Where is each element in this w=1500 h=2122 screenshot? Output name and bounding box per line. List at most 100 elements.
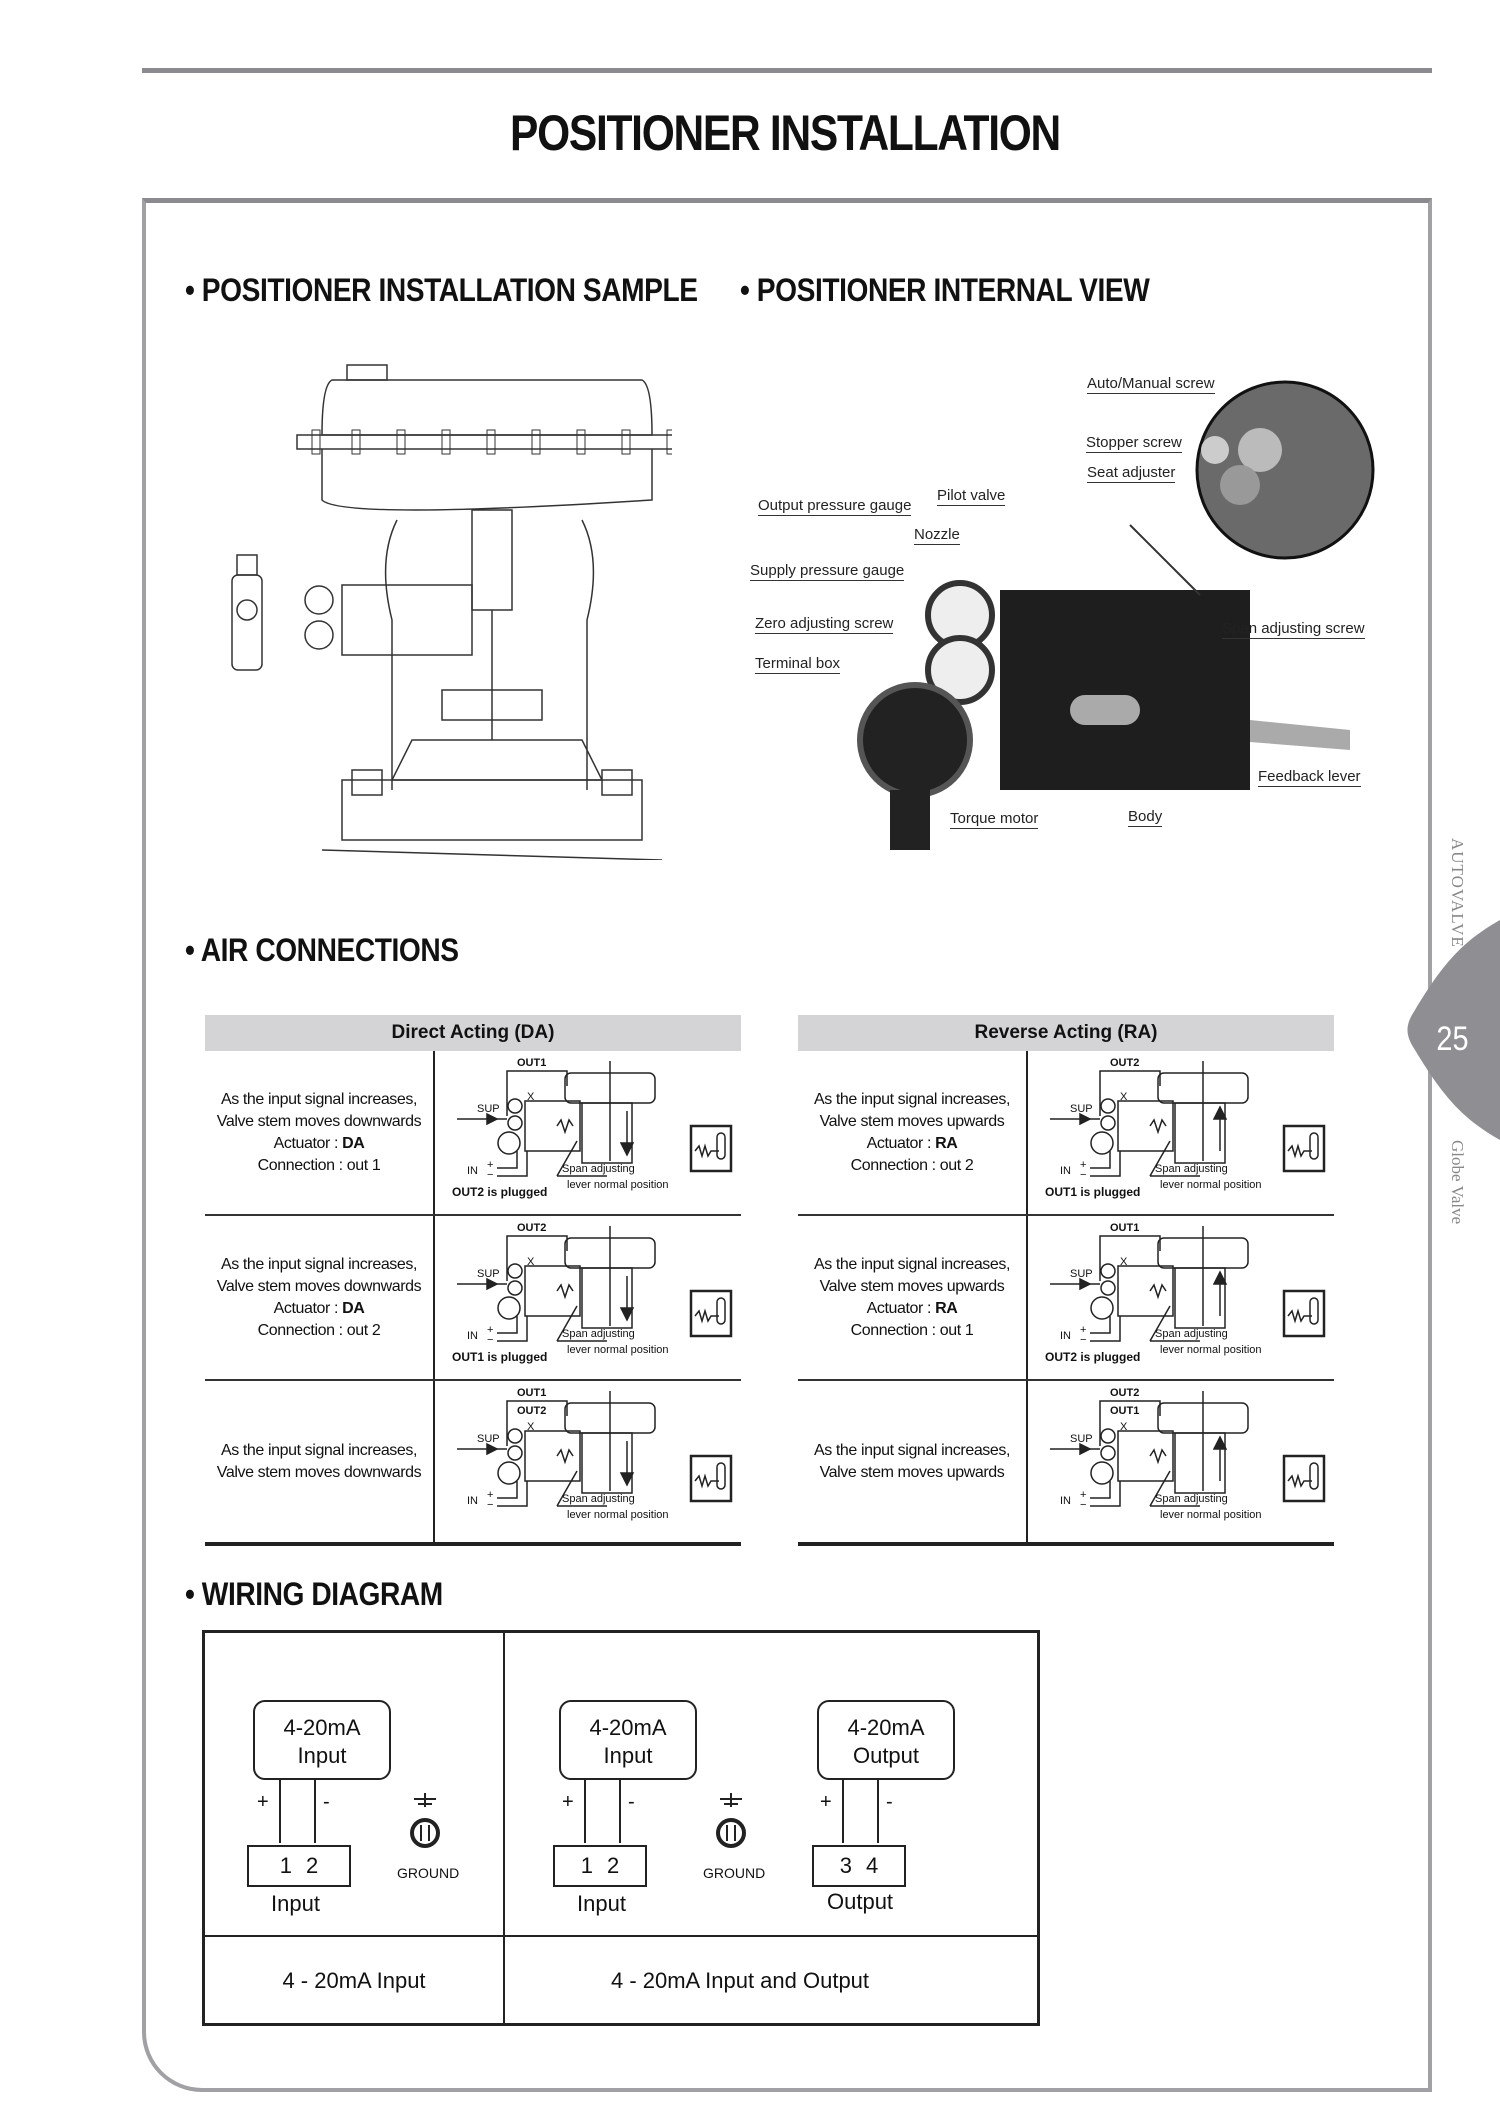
box-line2: Input [297,1743,347,1768]
caption-right: 4 - 20mA Input and Output [610,1968,870,1993]
span-label: Span adjusting [1155,1163,1228,1175]
direct-acting-table: Direct Acting (DA) As the input signal i… [205,1015,741,1546]
positioner-internal-photo [857,380,1375,850]
in-label: IN [1060,1495,1071,1507]
table-row: As the input signal increases, Valve ste… [205,1216,741,1381]
actuator-type: RA [935,1134,958,1152]
x-label: X [527,1091,535,1103]
plus-label: + [1080,1324,1087,1336]
label-supply-gauge: Supply pressure gauge [750,562,905,581]
ground-label: GROUND [397,1865,460,1881]
sup-label: SUP [477,1268,500,1280]
label-pilot: Pilot valve [937,487,1006,506]
table-row: As the input signal increases, Valve ste… [798,1051,1334,1216]
desc-line: Valve stem moves downwards [216,1277,422,1295]
desc-line: As the input signal increases, [220,1255,418,1273]
page-title: POSITIONER INSTALLATION [510,105,1061,161]
label-torque: Torque motor [950,810,1039,829]
minus-label: − [1080,1334,1087,1346]
side-section: Globe Valve [1448,1140,1467,1225]
wiring-divider [503,1633,505,2023]
desc-line: As the input signal increases, [813,1255,1011,1273]
span-label: Span adjusting [1155,1493,1228,1505]
in-label: IN [467,1165,478,1177]
row-description: As the input signal increases, Valve ste… [798,1216,1028,1379]
label-span: Span adjusting screw [1222,620,1365,639]
out-a-label: OUT1 [1110,1222,1140,1234]
in-label: IN [1060,1165,1071,1177]
actuator-schematic [1050,1226,1326,1342]
span-label: Span adjusting [1155,1328,1228,1340]
table-row: As the input signal increases, Valve ste… [798,1216,1334,1381]
x-label: X [527,1256,535,1268]
actuator-line: Actuator : RA [867,1133,958,1155]
lever-label: lever normal position [567,1179,669,1191]
wiring-lines [279,1743,879,1843]
heading-internal-view: • POSITIONER INTERNAL VIEW [740,272,1150,308]
plus-sign: + [820,1791,832,1813]
out-a-label: OUT1 [517,1387,547,1399]
out-a-label: OUT2 [1110,1057,1140,1069]
plugged-note: OUT1 is plugged [452,1350,548,1364]
content-frame [142,198,1432,2092]
output-label: Output [827,1889,894,1914]
output-terminals: 34 [812,1845,906,1887]
heading-air-connections: • AIR CONNECTIONS [185,932,459,968]
table-row: As the input signal increases, Valve ste… [205,1381,741,1546]
input-label: Input [271,1891,320,1916]
plugged-note: OUT2 is plugged [452,1185,548,1199]
actuator-label: Actuator : [273,1134,343,1152]
ground-label: GROUND [703,1865,766,1881]
x-label: X [527,1421,535,1433]
label-zero: Zero adjusting screw [755,615,894,634]
input-label: Input [577,1891,626,1916]
actuator-schematic [457,1226,733,1342]
out-b-label: OUT1 [1110,1405,1140,1417]
actuator-schematic [457,1061,733,1177]
input-terminals: 12 [247,1845,351,1887]
desc-line: Valve stem moves upwards [819,1463,1005,1481]
actuator-schematic [1050,1061,1326,1177]
plus-label: + [487,1489,494,1501]
lever-label: lever normal position [1160,1509,1262,1521]
in-label: IN [467,1330,478,1342]
connection-diagram: OUT1 SUP X IN + − Span adjusting lever n… [1030,1216,1334,1379]
ground-icon [410,1793,440,1848]
row-description: As the input signal increases, Valve ste… [798,1051,1028,1214]
minus-label: − [1080,1169,1087,1181]
minus-label: − [487,1499,494,1511]
actuator-label: Actuator : [866,1134,936,1152]
sup-label: SUP [1070,1268,1093,1280]
actuator-type: RA [935,1299,958,1317]
actuator-type: DA [342,1134,365,1152]
actuator-line: Actuator : DA [274,1133,365,1155]
lever-label: lever normal position [1160,1179,1262,1191]
sup-label: SUP [477,1433,500,1445]
connection-line: Connection : out 2 [257,1321,381,1339]
table-row: As the input signal increases, Valve ste… [798,1381,1334,1546]
label-auto-manual: Auto/Manual screw [1087,375,1215,394]
plus-label: + [1080,1489,1087,1501]
table-row: As the input signal increases, Valve ste… [205,1051,741,1216]
out-a-label: OUT2 [517,1222,547,1234]
row-description: As the input signal increases, Valve ste… [798,1381,1028,1542]
connection-diagram: OUT1 OUT2 SUP X IN + − Span adjusting le… [437,1381,741,1542]
lever-label: lever normal position [567,1344,669,1356]
box-line1: 4-20mA [283,1715,361,1740]
desc-line: As the input signal increases, [220,1090,418,1108]
span-label: Span adjusting [562,1328,635,1340]
span-label: Span adjusting [562,1163,635,1175]
box-line1: 4-20mA [847,1715,925,1740]
out-a-label: OUT2 [1110,1387,1140,1399]
lever-label: lever normal position [1160,1344,1262,1356]
label-output-gauge: Output pressure gauge [758,497,912,516]
wiring-caption-divider [205,1935,1037,1937]
input-signal-box: 4-20mA Input [253,1700,391,1780]
connection-diagram: OUT2 SUP X IN + − Span adjusting lever n… [437,1216,741,1379]
actuator-label: Actuator : [866,1299,936,1317]
label-feedback: Feedback lever [1258,768,1361,787]
x-label: X [1120,1256,1128,1268]
desc-line: Valve stem moves upwards [819,1277,1005,1295]
table-header: Reverse Acting (RA) [798,1015,1334,1051]
